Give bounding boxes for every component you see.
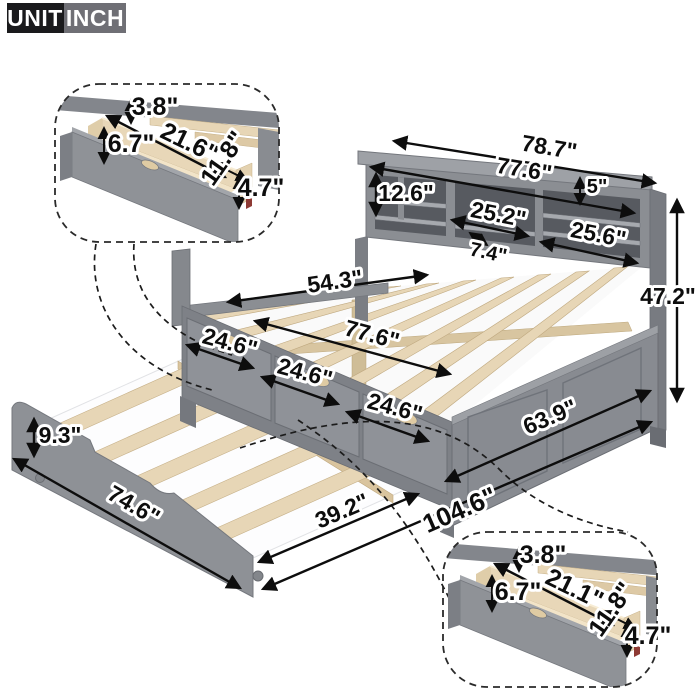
arrow-inner-length — [252, 316, 453, 379]
arrow-trundle-length — [11, 457, 243, 590]
unit-badge-unit-label: UNIT — [7, 5, 63, 31]
arrow-side-cubby-width — [538, 237, 640, 268]
unit-badge-inch-label: INCH — [66, 5, 124, 31]
arrow-inset1-length — [104, 114, 228, 179]
arrow-shelf-depth — [468, 231, 489, 247]
dim-trundle-height: 9.3" — [39, 422, 82, 448]
arrow-center-cubby-width — [449, 215, 531, 241]
dim-inset2-front-height: 6.7" — [495, 578, 542, 606]
arrow-inset2-length — [492, 562, 616, 627]
arrow-slat-length — [225, 269, 430, 308]
dim-inset1-depth: 3.8" — [132, 93, 179, 121]
unit-badge-gray-box — [64, 3, 126, 33]
dim-top-shelf-height: 5" — [587, 176, 608, 198]
dim-bed-height: 47.2" — [640, 283, 696, 309]
arrow-drawer1-width — [184, 341, 256, 372]
unit-badge: UNIT INCH — [7, 3, 126, 33]
arrow-trundle-width — [256, 492, 421, 564]
dim-headboard-height: 12.6" — [378, 180, 434, 206]
unit-badge-black-box — [7, 3, 64, 33]
inset-border-top-left — [54, 83, 280, 243]
dim-inset2-depth: 3.8" — [520, 541, 567, 569]
dim-inset1-side-height: 4.7" — [238, 174, 285, 202]
arrow-drawer2-width — [259, 374, 341, 407]
dim-inset1-front-height: 6.7" — [108, 130, 155, 158]
leader-line-top-inset-a — [93, 243, 213, 391]
trundle-caster-wheel — [252, 570, 264, 582]
dimension-arrows — [11, 98, 685, 658]
dim-inset2-side-height: 4.7" — [625, 622, 672, 650]
arrow-headboard-inner-width — [368, 161, 637, 219]
